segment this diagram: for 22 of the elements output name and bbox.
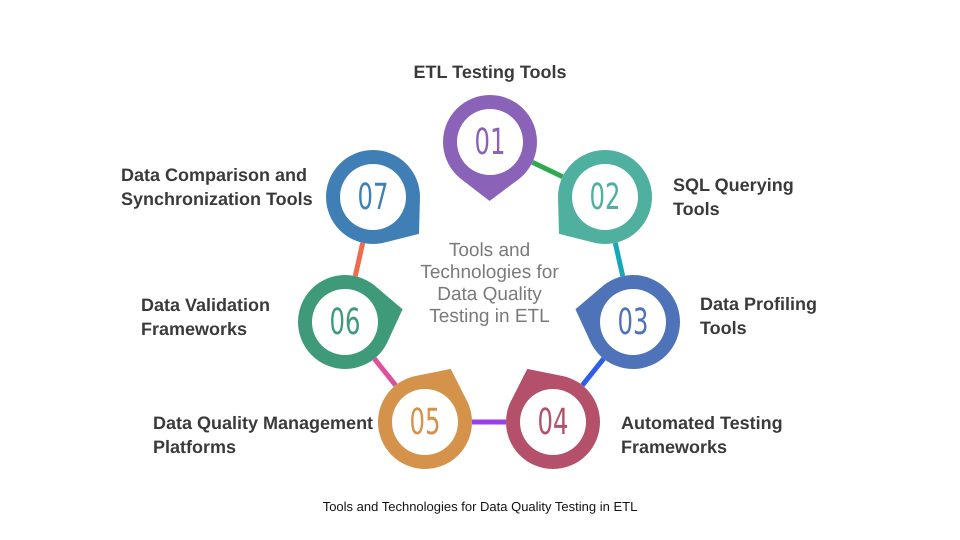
step-number: 07 (358, 180, 388, 216)
connector-line (352, 242, 366, 277)
step-number: 04 (538, 405, 568, 442)
step-label: SQL Querying Tools (673, 174, 795, 221)
step-label: Data Profiling Tools (700, 293, 818, 340)
step-label: ETL Testing Tools (412, 61, 568, 84)
center-title: Tools and Technologies for Data Quality Testing in ETL (419, 240, 560, 328)
connector-line (472, 420, 506, 424)
connector-line (580, 357, 606, 387)
step-label: Data Quality Management Platforms (153, 412, 374, 459)
step-number: 05 (410, 405, 440, 442)
step-number: 01 (474, 125, 506, 162)
connector-line (372, 357, 398, 387)
step-number: 06 (330, 305, 360, 342)
step-label: Data Validation Frameworks (141, 294, 272, 341)
connector-line (612, 242, 626, 277)
connector-line (531, 160, 564, 179)
caption: Tools and Technologies for Data Quality Testing in ETL (322, 499, 638, 514)
step-number: 02 (590, 180, 620, 216)
step-label: Data Comparison and Synchronization Tools (121, 164, 314, 211)
step-number: 03 (618, 305, 648, 342)
step-label: Automated Testing Frameworks (621, 412, 784, 459)
